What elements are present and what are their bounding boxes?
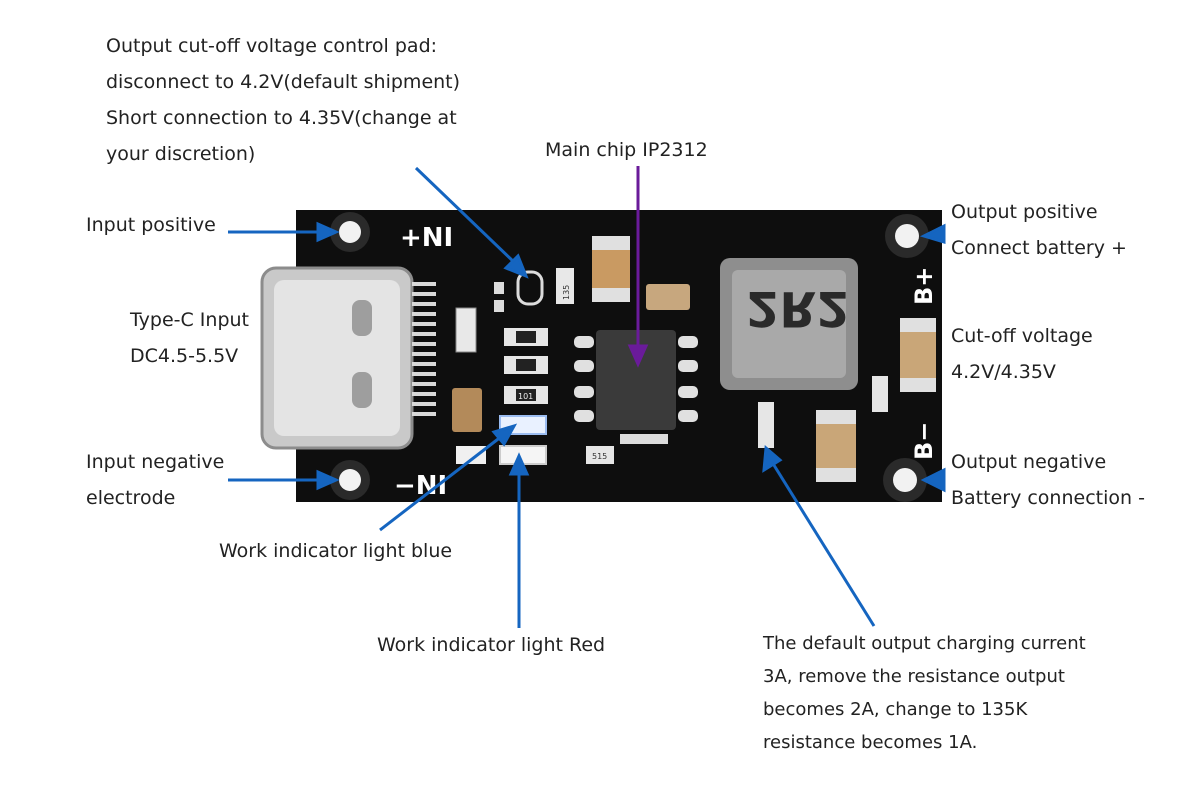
label-led-blue: Work indicator light blue bbox=[219, 540, 453, 562]
pad-input-negative bbox=[330, 460, 370, 500]
capacitor-top-2 bbox=[646, 284, 690, 310]
inductor-2r2: 2R2 bbox=[720, 258, 858, 390]
resistor-array: 101 bbox=[504, 328, 548, 404]
label-input-positive: Input positive bbox=[86, 214, 216, 236]
resistor-left bbox=[455, 307, 477, 353]
label-output-positive: Output positive Connect battery + bbox=[951, 201, 1127, 259]
resistor-135 bbox=[556, 268, 574, 304]
chip-pointer bbox=[627, 166, 649, 368]
pad-input-positive bbox=[330, 212, 370, 252]
label-type-c: Type-C Input DC4.5-5.5V bbox=[130, 309, 250, 367]
pad-output-negative bbox=[883, 458, 927, 502]
capacitor-top-1 bbox=[592, 236, 630, 302]
main-chip-ip2312 bbox=[574, 330, 698, 444]
label-main-chip: Main chip IP2312 bbox=[545, 139, 708, 161]
silk-101: 101 bbox=[518, 392, 533, 401]
arrows bbox=[228, 166, 946, 628]
silk-b-neg: B− bbox=[910, 422, 938, 460]
cutoff-pad bbox=[516, 270, 544, 306]
silk-135: 135 bbox=[562, 285, 571, 300]
label-current-note: The default output charging current 3A, … bbox=[763, 633, 1086, 753]
label-led-red: Work indicator light Red bbox=[377, 634, 606, 656]
capacitor-cutoff bbox=[900, 318, 936, 392]
label-output-negative: Output negative Battery connection - bbox=[951, 451, 1145, 509]
label-cutoff-pad: Output cut-off voltage control pad: disc… bbox=[106, 35, 461, 165]
led-red bbox=[499, 445, 547, 465]
capacitor-left bbox=[452, 388, 482, 432]
silk-515: 515 bbox=[592, 452, 607, 461]
silk-in-pos: +NI bbox=[400, 223, 453, 253]
capacitor-bottom bbox=[816, 410, 856, 482]
label-input-negative: Input negative electrode bbox=[86, 451, 225, 509]
type-c-connector bbox=[260, 266, 436, 450]
pad-output-positive bbox=[885, 214, 929, 258]
label-cutoff-voltage: Cut-off voltage 4.2V/4.35V bbox=[951, 325, 1093, 383]
silk-inductor: 2R2 bbox=[746, 280, 850, 336]
resistor-current bbox=[758, 402, 774, 448]
silk-b-pos: B+ bbox=[910, 267, 938, 305]
